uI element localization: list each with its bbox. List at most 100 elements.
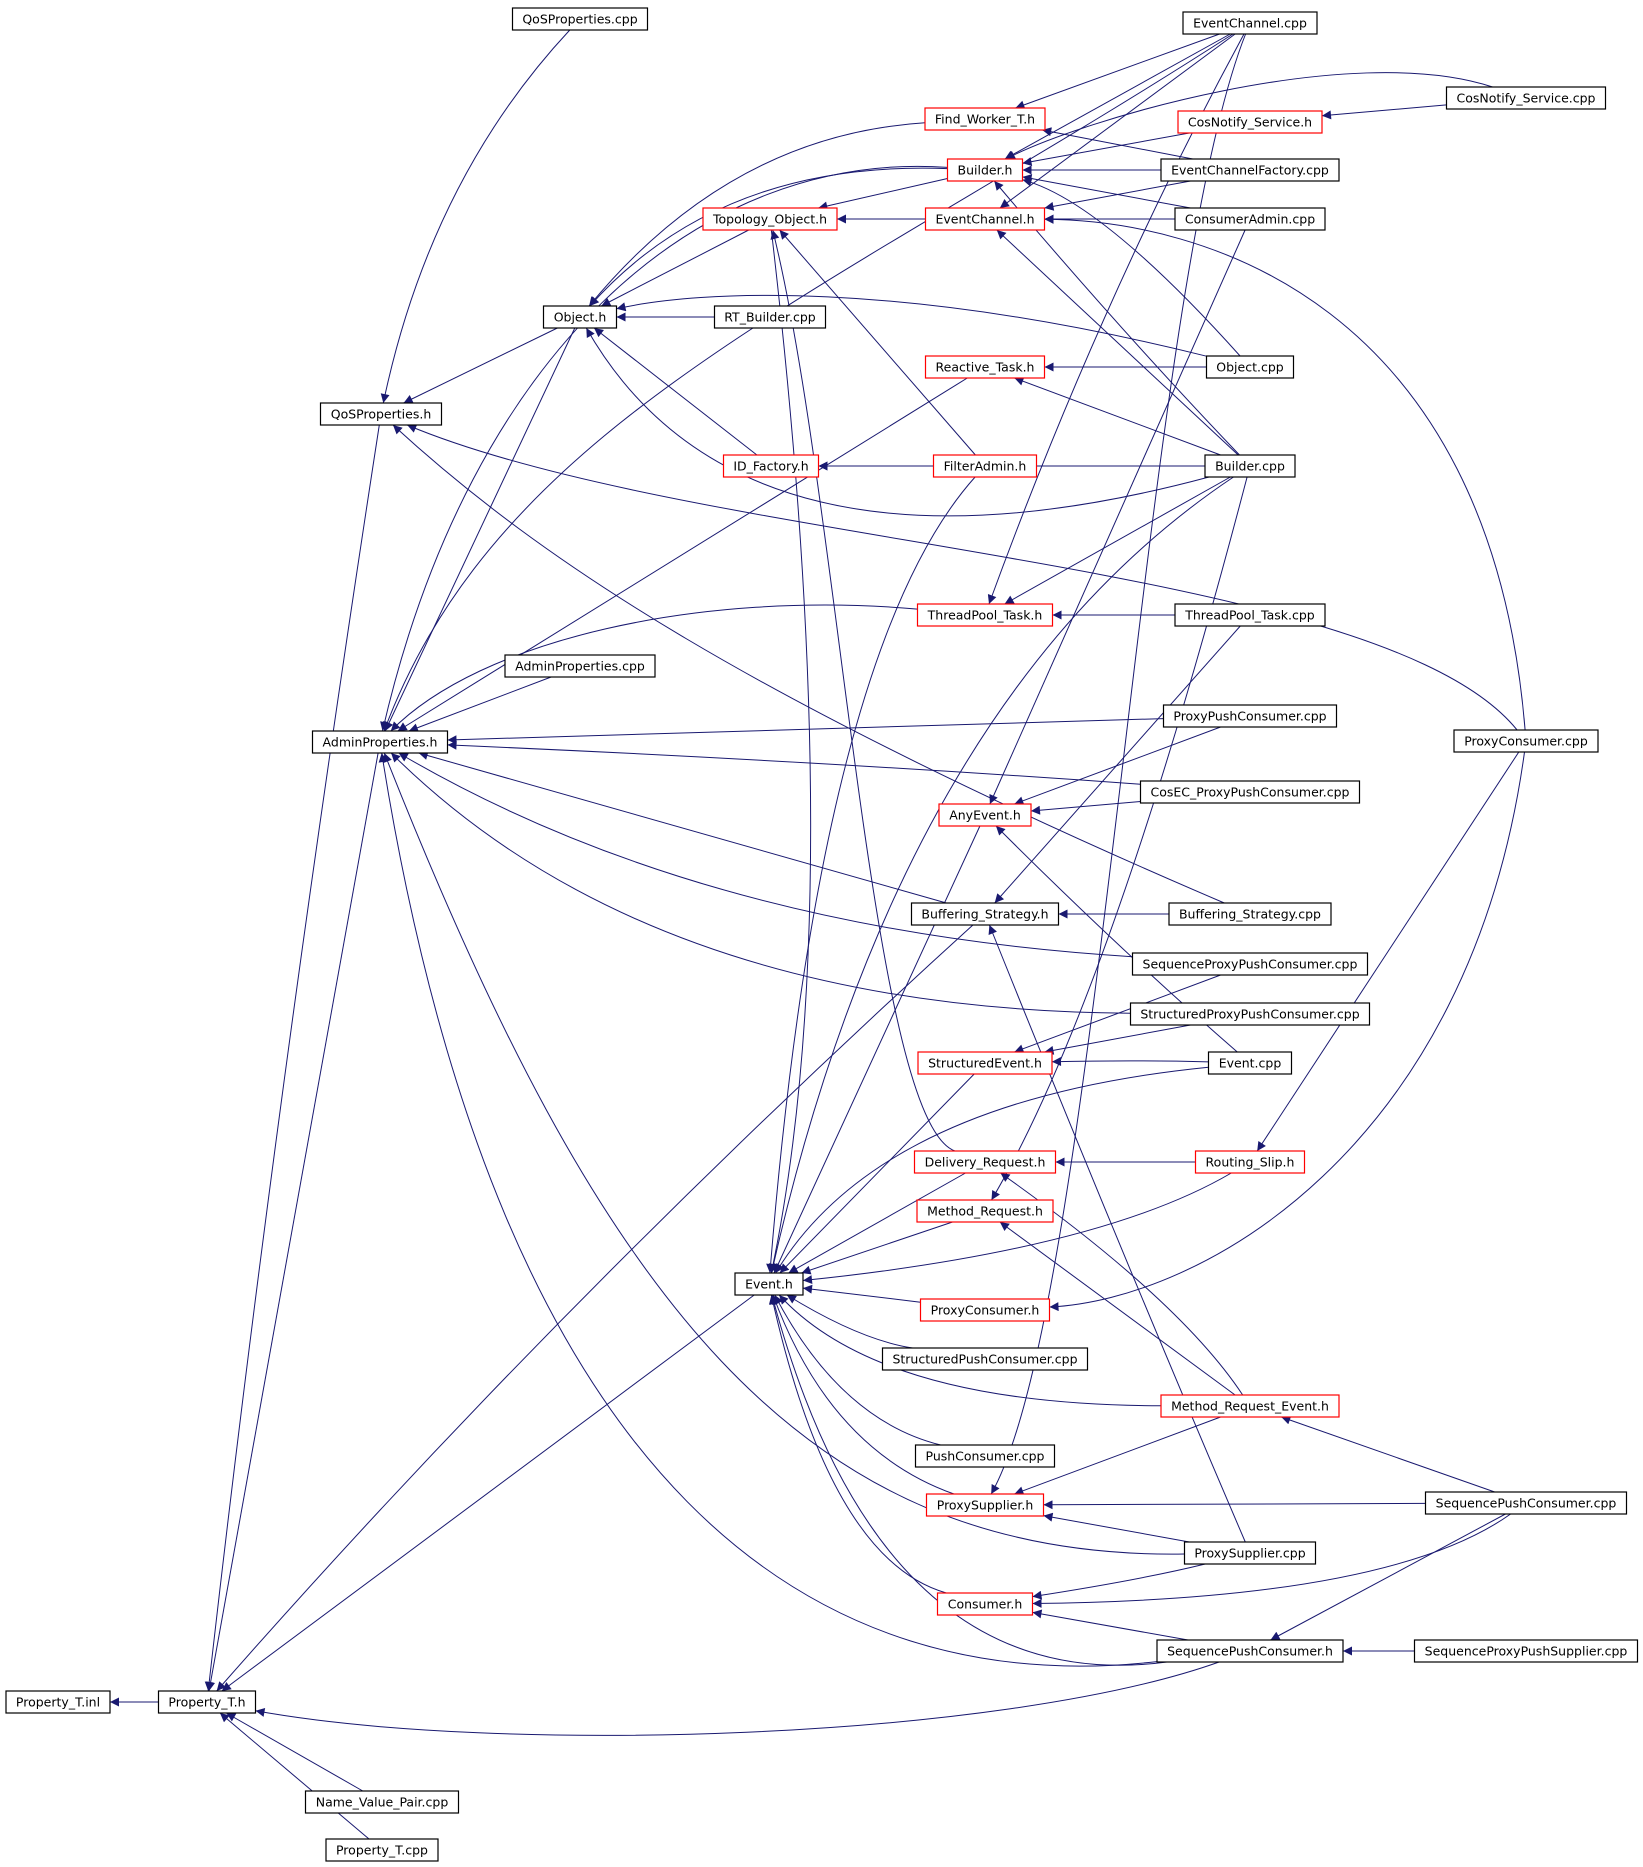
node-label: StructuredEvent.h — [928, 1056, 1042, 1071]
edge-structuredpushconsumer_cpp-to-event_h — [786, 1294, 913, 1349]
node-event-h[interactable]: Event.h — [734, 1272, 804, 1296]
edge-sequenceproxypushconsumer_cpp-to-structuredevent_h — [1014, 974, 1221, 1054]
node-box — [1174, 207, 1326, 231]
node-sequenceproxypushconsumer-cpp[interactable]: SequenceProxyPushConsumer.cpp — [1131, 952, 1369, 976]
node-topology-object-h[interactable]: Topology_Object.h — [702, 207, 838, 231]
node-reactive-task-h[interactable]: Reactive_Task.h — [924, 355, 1046, 379]
node-cosnotify-service-h[interactable]: CosNotify_Service.h — [1177, 110, 1323, 134]
node-filteradmin-h[interactable]: FilterAdmin.h — [932, 454, 1038, 478]
node-structuredpushconsumer-cpp[interactable]: StructuredPushConsumer.cpp — [881, 1347, 1089, 1371]
node-label: QoSProperties.cpp — [522, 12, 637, 27]
node-pushconsumer-cpp[interactable]: PushConsumer.cpp — [914, 1444, 1056, 1468]
node-routing-slip-h[interactable]: Routing_Slip.h — [1194, 1150, 1306, 1174]
node-cosec-proxypushconsumer-cpp[interactable]: CosEC_ProxyPushConsumer.cpp — [1139, 780, 1361, 804]
node-eventchannelfactory-cpp[interactable]: EventChannelFactory.cpp — [1160, 158, 1340, 182]
node-proxypushconsumer-cpp[interactable]: ProxyPushConsumer.cpp — [1162, 704, 1338, 728]
node-box — [1156, 1639, 1344, 1663]
node-threadpool-task-cpp[interactable]: ThreadPool_Task.cpp — [1174, 603, 1326, 627]
edge-builder_cpp-to-object_h — [585, 327, 1210, 517]
node-consumer-h[interactable]: Consumer.h — [936, 1592, 1034, 1616]
node-buffering-strategy-cpp[interactable]: Buffering_Strategy.cpp — [1168, 902, 1332, 926]
edge-proxypushconsumer_cpp-to-adminproperties_h — [447, 718, 1164, 745]
node-eventchannel-cpp[interactable]: EventChannel.cpp — [1182, 11, 1318, 35]
edge-cosnotify_service_h-to-builder_h — [1022, 132, 1190, 167]
node-label: ProxyConsumer.h — [931, 1303, 1040, 1318]
node-rt-builder-cpp[interactable]: RT_Builder.cpp — [713, 305, 827, 329]
edge-delivery_request_h-to-topology_object_h — [770, 229, 956, 1152]
node-qosproperties-cpp[interactable]: QoSProperties.cpp — [511, 7, 649, 31]
node-label: Builder.cpp — [1215, 459, 1285, 474]
node-buffering-strategy-h[interactable]: Buffering_Strategy.h — [910, 902, 1060, 926]
node-structuredproxypushconsumer-cpp[interactable]: StructuredProxyPushConsumer.cpp — [1129, 1002, 1371, 1026]
node-object-cpp[interactable]: Object.cpp — [1205, 355, 1295, 379]
node-event-cpp[interactable]: Event.cpp — [1207, 1051, 1293, 1075]
node-builder-h[interactable]: Builder.h — [946, 158, 1024, 182]
node-method-request-event-h[interactable]: Method_Request_Event.h — [1160, 1394, 1340, 1418]
node-eventchannel-h[interactable]: EventChannel.h — [924, 207, 1046, 231]
node-property-t-h[interactable]: Property_T.h — [157, 1690, 257, 1714]
edge-property_t_cpp-to-property_t_h — [219, 1712, 370, 1840]
node-proxysupplier-h[interactable]: ProxySupplier.h — [925, 1493, 1045, 1517]
node-label: Object.h — [554, 310, 607, 325]
node-box — [916, 603, 1054, 627]
edge-proxysupplier_cpp-to-proxysupplier_h — [1043, 1512, 1190, 1543]
node-label: AnyEvent.h — [949, 808, 1021, 823]
node-box — [913, 1150, 1057, 1174]
node-sequencepushconsumer-h[interactable]: SequencePushConsumer.h — [1156, 1639, 1344, 1663]
node-label: EventChannel.cpp — [1193, 16, 1307, 31]
node-box — [722, 454, 820, 478]
node-adminproperties-h[interactable]: AdminProperties.h — [311, 730, 449, 754]
edge-proxysupplier_h-to-event_h — [771, 1294, 955, 1495]
node-qosproperties-h[interactable]: QoSProperties.h — [319, 402, 443, 426]
node-object-h[interactable]: Object.h — [542, 305, 618, 329]
node-label: Delivery_Request.h — [925, 1155, 1046, 1170]
node-label: Method_Request.h — [927, 1204, 1043, 1219]
node-box — [925, 1493, 1045, 1517]
edge-object_h-to-qosproperties_h — [403, 327, 558, 404]
node-label: Property_T.inl — [16, 1695, 100, 1710]
node-id-factory-h[interactable]: ID_Factory.h — [722, 454, 820, 478]
node-box — [319, 402, 443, 426]
node-sequenceproxypushsupplier-cpp[interactable]: SequenceProxyPushSupplier.cpp — [1413, 1639, 1639, 1663]
node-delivery-request-h[interactable]: Delivery_Request.h — [913, 1150, 1057, 1174]
node-box — [1160, 158, 1340, 182]
edge-qosproperties_cpp-to-qosproperties_h — [380, 29, 571, 404]
edge-builder_cpp-to-reactive_task_h — [1014, 376, 1221, 456]
node-proxyconsumer-cpp[interactable]: ProxyConsumer.cpp — [1453, 729, 1599, 753]
node-structuredevent-h[interactable]: StructuredEvent.h — [917, 1051, 1053, 1075]
node-box — [917, 1051, 1053, 1075]
node-label: Method_Request_Event.h — [1171, 1399, 1329, 1414]
node-name-value-pair-cpp[interactable]: Name_Value_Pair.cpp — [304, 1790, 460, 1814]
node-cosnotify-service-cpp[interactable]: CosNotify_Service.cpp — [1445, 86, 1607, 110]
node-property-t-cpp[interactable]: Property_T.cpp — [325, 1838, 439, 1862]
edge-adminproperties_cpp-to-adminproperties_h — [408, 676, 552, 733]
node-find-worker-t-h[interactable]: Find_Worker_T.h — [924, 107, 1046, 131]
node-proxyconsumer-h[interactable]: ProxyConsumer.h — [919, 1298, 1051, 1322]
edge-sequencepushconsumer_cpp-to-method_request_event_h — [1281, 1415, 1495, 1493]
node-property-t-inl[interactable]: Property_T.inl — [5, 1690, 111, 1714]
node-consumeradmin-cpp[interactable]: ConsumerAdmin.cpp — [1174, 207, 1326, 231]
node-label: Name_Value_Pair.cpp — [316, 1795, 449, 1810]
node-box — [1139, 780, 1361, 804]
node-adminproperties-cpp[interactable]: AdminProperties.cpp — [504, 654, 656, 678]
edge-buffering_strategy_cpp-to-qosproperties_h — [392, 424, 1225, 904]
node-box — [1131, 952, 1369, 976]
node-box — [1453, 729, 1599, 753]
node-threadpool-task-h[interactable]: ThreadPool_Task.h — [916, 603, 1054, 627]
edge-proxysupplier_cpp-to-adminproperties_h — [383, 752, 1185, 1555]
node-sequencepushconsumer-cpp[interactable]: SequencePushConsumer.cpp — [1424, 1491, 1628, 1515]
edge-proxyconsumer_h-to-event_h — [802, 1284, 921, 1303]
node-method-request-h[interactable]: Method_Request.h — [916, 1199, 1054, 1223]
node-box — [924, 107, 1046, 131]
node-label: Event.h — [745, 1277, 793, 1292]
node-proxysupplier-cpp[interactable]: ProxySupplier.cpp — [1183, 1541, 1317, 1565]
node-builder-cpp[interactable]: Builder.cpp — [1204, 454, 1296, 478]
node-anyevent-h[interactable]: AnyEvent.h — [938, 803, 1032, 827]
node-box — [1168, 902, 1332, 926]
edge-object_cpp-to-object_h — [616, 294, 1207, 357]
edge-sequenceproxypushconsumer_cpp-to-adminproperties_h — [398, 752, 1133, 958]
node-box — [910, 902, 1060, 926]
node-label: ProxySupplier.h — [937, 1498, 1034, 1513]
edge-buffering_strategy_h-to-adminproperties_h — [418, 751, 947, 904]
edge-adminproperties_h-to-property_t_h — [206, 752, 379, 1692]
